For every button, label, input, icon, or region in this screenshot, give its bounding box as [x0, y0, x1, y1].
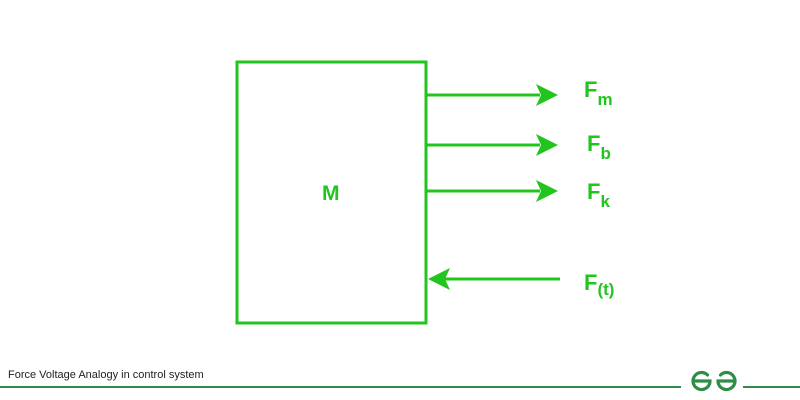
force-arrow-fb — [426, 134, 558, 156]
force-label-fk: Fk — [587, 179, 610, 211]
force-label-ft: F(t) — [584, 270, 615, 299]
footer-divider-right — [743, 386, 800, 388]
force-subscript: m — [597, 90, 613, 109]
force-arrow-fk — [426, 180, 558, 202]
force-label-fm: Fm — [584, 77, 613, 109]
footer-divider-left — [0, 386, 681, 388]
force-subscript: b — [600, 144, 611, 163]
force-symbol: F — [584, 77, 598, 102]
force-subscript: (t) — [597, 280, 615, 299]
force-symbol: F — [587, 179, 601, 204]
footer-bar: Force Voltage Analogy in control system — [0, 366, 800, 400]
force-symbol: F — [587, 131, 601, 156]
figure-caption: Force Voltage Analogy in control system — [8, 369, 204, 381]
force-subscript: k — [600, 192, 610, 211]
force-arrow-fm — [426, 84, 558, 106]
force-symbol: F — [584, 270, 598, 295]
geeksforgeeks-logo-icon — [688, 366, 740, 396]
mass-label: M — [322, 182, 340, 205]
force-label-fb: Fb — [587, 131, 611, 163]
force-arrow-ft — [428, 268, 560, 290]
